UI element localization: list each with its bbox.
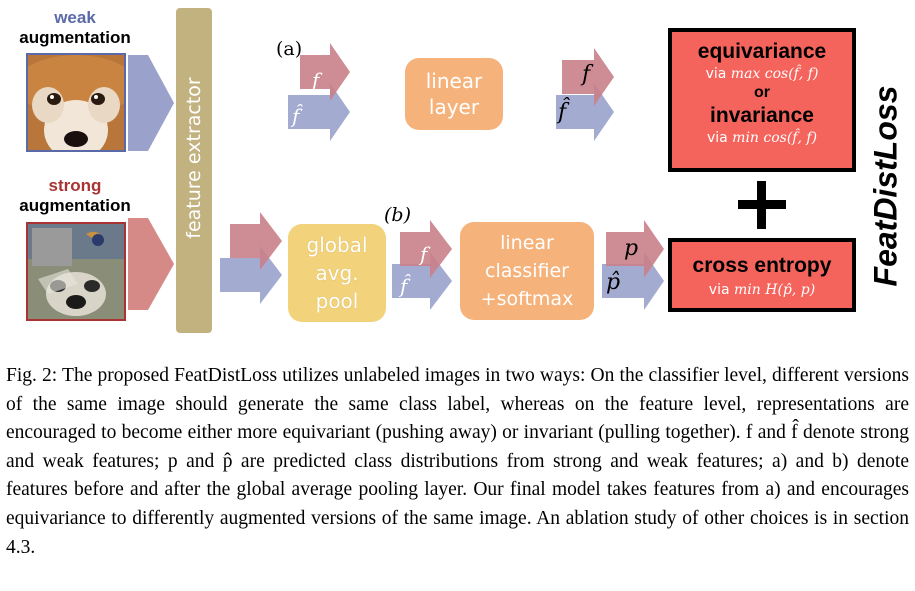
linear-layer-line2: layer bbox=[428, 95, 480, 119]
pool-line2: avg. bbox=[315, 261, 359, 285]
invariance-sub: via min cos(f̂, f) bbox=[706, 130, 818, 146]
equivariance-title: equivariance bbox=[697, 40, 827, 63]
arrows-layer bbox=[128, 43, 786, 310]
plus-vertical bbox=[757, 181, 766, 229]
linear-layer-block: linear layer bbox=[405, 58, 503, 130]
strong-augmented-image bbox=[26, 222, 126, 321]
linear-out-f-hat: f̂ bbox=[558, 100, 567, 125]
branch-a-blue-arrow bbox=[288, 83, 350, 141]
pool-out-red-arrow bbox=[400, 220, 452, 278]
branch-a-marker: (a) bbox=[276, 38, 303, 60]
classifier-out-p: p bbox=[624, 236, 639, 261]
branch-b-red-arrow bbox=[230, 212, 282, 270]
fox-image bbox=[28, 55, 124, 150]
strong-augmentation-label: strong augmentation bbox=[0, 176, 150, 216]
weak-augmentation-text: augmentation bbox=[19, 28, 131, 47]
feature-extractor-block: feature extractor bbox=[176, 8, 212, 333]
branch-a-f: f bbox=[312, 68, 320, 92]
cross-entropy-box: cross entropy via min H(p̂, p) bbox=[668, 238, 856, 312]
pool-line1: global bbox=[306, 233, 368, 257]
strong-augmentation-text: augmentation bbox=[19, 196, 131, 215]
branch-b-f: f bbox=[420, 242, 428, 266]
classifier-line2: classifier bbox=[485, 260, 569, 282]
branch-a-red-arrow bbox=[300, 43, 350, 101]
classifier-line1: linear bbox=[500, 232, 554, 254]
feature-extractor-label: feature extractor bbox=[183, 77, 205, 239]
augmented-fox-image bbox=[28, 224, 124, 319]
classifier-out-red-arrow bbox=[606, 220, 664, 278]
linear-classifier-block: linear classifier +softmax bbox=[460, 222, 594, 320]
linear-out-red-arrow bbox=[562, 48, 614, 106]
equivariance-invariance-box: equivariance via max cos(f̂, f) or invar… bbox=[668, 28, 856, 172]
linear-layer-line1: linear bbox=[425, 69, 483, 93]
global-avg-pool-block: global avg. pool bbox=[288, 224, 386, 322]
cross-entropy-title: cross entropy bbox=[692, 254, 832, 277]
classifier-line3: +softmax bbox=[480, 288, 574, 310]
or-text: or bbox=[754, 84, 770, 101]
branch-b-marker: (b) bbox=[384, 204, 411, 226]
branch-a-f-hat: f̂ bbox=[292, 104, 300, 128]
classifier-out-p-hat: p̂ bbox=[606, 270, 621, 295]
featdistloss-vertical-title: FeatDistLoss bbox=[867, 85, 904, 287]
weak-input-arrow bbox=[128, 55, 174, 151]
linear-out-f: f bbox=[582, 62, 591, 87]
pool-line3: pool bbox=[315, 289, 359, 313]
weak-augmented-image bbox=[26, 53, 126, 152]
strong-label: strong bbox=[48, 176, 102, 195]
figure-caption: Fig. 2: The proposed FeatDistLoss utiliz… bbox=[6, 365, 909, 558]
weak-label: weak bbox=[54, 8, 96, 27]
cross-entropy-sub: via min H(p̂, p) bbox=[708, 282, 816, 298]
weak-augmentation-label: weak augmentation bbox=[0, 8, 150, 48]
branch-b-f-hat: f̂ bbox=[400, 274, 408, 298]
equivariance-sub: via max cos(f̂, f) bbox=[705, 66, 819, 82]
invariance-title: invariance bbox=[710, 104, 814, 127]
strong-input-arrow bbox=[128, 218, 174, 310]
figure: weak augmentation strong augmentation bbox=[0, 8, 904, 333]
